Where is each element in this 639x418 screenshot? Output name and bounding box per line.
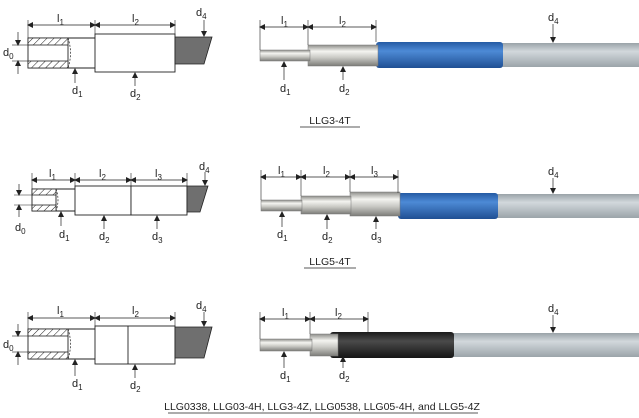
row3-d2-label: d2	[130, 380, 141, 394]
row2-photo-d3-label: d3	[371, 231, 382, 245]
hatch-top	[27, 37, 69, 46]
row3-photo-d2-label: d2	[339, 370, 350, 384]
row1-d0-label: d0	[3, 47, 14, 61]
row1-photo-d2-label: d2	[339, 83, 350, 97]
hatch-top	[27, 328, 69, 337]
hatch-bottom	[31, 204, 57, 212]
body-section-2	[130, 185, 188, 216]
row3-photo-l2-label: l2	[335, 307, 342, 321]
row2-photo-l2-label: l2	[323, 165, 330, 179]
row2-d4-label: d4	[199, 161, 210, 175]
row2-photo-l3-label: l3	[371, 165, 378, 179]
blue-sleeve	[398, 193, 498, 219]
row1-caption: LLG3-4T	[309, 115, 351, 127]
row1-d4-label: d4	[196, 7, 207, 21]
row1-l1-label: l1	[57, 13, 64, 27]
row3-product-photo	[259, 312, 639, 368]
hatch-bottom	[27, 351, 69, 360]
row3-d1-label: d1	[72, 378, 83, 392]
row1-photo-l2-label: l2	[339, 15, 346, 29]
row2-schematic	[14, 172, 209, 229]
cable-gray	[500, 43, 639, 67]
row3-l2-label: l2	[132, 305, 139, 319]
row1-product-photo	[259, 20, 639, 80]
metal-tip	[260, 199, 303, 212]
cable-gray	[450, 333, 639, 357]
row1-schematic	[12, 20, 213, 86]
row1-photo-l1-label: l1	[281, 15, 288, 29]
metal-body-2	[349, 191, 401, 217]
row2-photo-l1-label: l1	[278, 165, 285, 179]
row1-photo-d4-label: d4	[548, 12, 559, 26]
row3-d0-label: d0	[3, 339, 14, 353]
row2-photo-d2-label: d2	[322, 231, 333, 245]
row2-d2-label: d2	[99, 231, 110, 245]
row3-schematic	[12, 312, 213, 378]
row1-photo-d1-label: d1	[280, 83, 291, 97]
row2-l1-label: l1	[49, 168, 56, 182]
break-line	[55, 188, 59, 212]
metal-tip	[259, 49, 311, 62]
metal-tip	[259, 338, 313, 352]
metal-body	[307, 44, 379, 67]
row2-l3-label: l3	[155, 168, 162, 182]
row2-d3-label: d3	[152, 231, 163, 245]
row3-photo-d1-label: d1	[280, 370, 291, 384]
blue-sleeve	[376, 42, 503, 68]
row2-photo-d4-label: d4	[548, 166, 559, 180]
break-line	[67, 37, 71, 69]
metal-body-1	[300, 195, 352, 215]
row2-l2-label: l2	[99, 168, 106, 182]
row2-caption: LLG5-4T	[309, 256, 351, 268]
break-line	[67, 328, 71, 360]
hatch-top	[31, 188, 57, 196]
row3-d4-label: d4	[196, 300, 207, 314]
row1-d2-label: d2	[130, 88, 141, 102]
row2-d0-label: d0	[15, 222, 26, 236]
cable-stub	[174, 326, 213, 359]
row3-l1-label: l1	[57, 305, 64, 319]
body-section-1	[74, 185, 132, 216]
row1-d1-label: d1	[72, 85, 83, 99]
row3-caption: LLG0338, LLG03-4H, LLG3-4Z, LLG0538, LLG…	[164, 401, 480, 413]
cable-stub	[174, 36, 213, 65]
row3-photo-l1-label: l1	[282, 307, 289, 321]
body-section	[94, 33, 176, 73]
cable-gray	[495, 194, 639, 218]
row2-photo-d1-label: d1	[277, 229, 288, 243]
row2-product-photo	[260, 170, 639, 229]
row3-photo-d4-label: d4	[548, 303, 559, 317]
metal-body	[309, 333, 339, 357]
black-sleeve	[330, 332, 454, 358]
row1-l2-label: l2	[132, 13, 139, 27]
body-section	[94, 325, 176, 365]
cable-stub	[186, 185, 209, 213]
row2-d1-label: d1	[59, 229, 70, 243]
hatch-bottom	[27, 60, 69, 69]
